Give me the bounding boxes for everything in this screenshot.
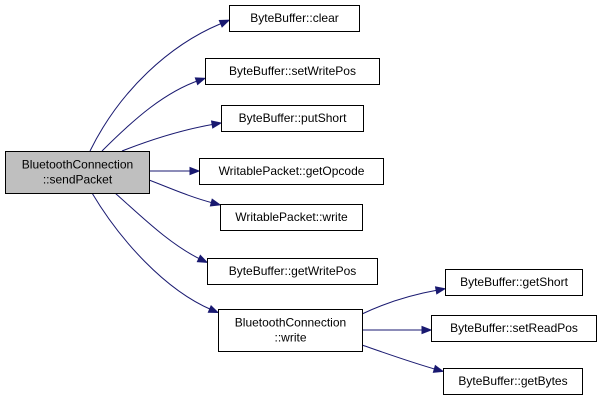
node-box	[221, 105, 364, 132]
node-wp-write[interactable]: WritablePacket::write	[220, 204, 363, 231]
node-box	[220, 204, 363, 231]
arrowhead-bc-write	[207, 304, 220, 314]
arrowhead-bb-putshort	[210, 120, 223, 129]
edge-root-to-bb-setwritepos	[101, 79, 201, 152]
node-label: ByteBuffer::setWritePos	[229, 64, 356, 78]
edge-root-to-bc-write	[91, 192, 213, 311]
node-label: ByteBuffer::setReadPos	[450, 321, 578, 335]
node-box	[199, 158, 384, 185]
node-box	[445, 269, 583, 296]
node-box	[229, 5, 360, 32]
node-label: ::sendPacket	[43, 173, 113, 187]
arrowhead-bb-getwritepos	[196, 254, 209, 263]
node-label: BluetoothConnection	[235, 316, 346, 330]
node-bc-write[interactable]: BluetoothConnection::write	[218, 309, 363, 352]
edges-layer	[89, 19, 447, 373]
node-label: ByteBuffer::getShort	[460, 275, 569, 289]
node-bb-setwritepos[interactable]: ByteBuffer::setWritePos	[205, 58, 380, 85]
node-label: BluetoothConnection	[22, 158, 133, 172]
node-label: WritablePacket::write	[235, 210, 348, 224]
node-box	[207, 258, 378, 285]
node-wp-getopcode[interactable]: WritablePacket::getOpcode	[199, 158, 384, 185]
node-label: ::write	[274, 331, 306, 345]
arrowhead-bb-setwritepos	[194, 77, 207, 86]
edge-bc-write-to-bb-getshort	[361, 289, 439, 315]
node-bb-getbytes[interactable]: ByteBuffer::getBytes	[443, 368, 583, 395]
arrowhead-bb-getshort	[434, 286, 447, 295]
edge-bc-write-to-bb-getbytes	[361, 344, 439, 371]
arrowhead-wp-getopcode	[189, 166, 201, 176]
node-bb-putshort[interactable]: ByteBuffer::putShort	[221, 105, 364, 132]
edge-root-to-bb-getwritepos	[114, 192, 203, 261]
arrowhead-bb-clear	[218, 19, 231, 28]
node-label: ByteBuffer::getBytes	[458, 374, 567, 388]
edge-root-to-wp-write	[148, 179, 214, 204]
arrowhead-bb-setreadpos	[421, 325, 433, 335]
node-box	[431, 315, 597, 342]
node-box	[443, 368, 583, 395]
node-bb-getshort[interactable]: ByteBuffer::getShort	[445, 269, 583, 296]
node-box	[205, 58, 380, 85]
node-label: ByteBuffer::clear	[250, 11, 339, 25]
edge-root-to-bb-putshort	[121, 123, 216, 152]
node-box	[218, 309, 363, 352]
node-bb-setreadpos[interactable]: ByteBuffer::setReadPos	[431, 315, 597, 342]
node-root[interactable]: BluetoothConnection::sendPacket	[5, 151, 150, 194]
node-label: ByteBuffer::getWritePos	[229, 264, 357, 278]
node-box	[5, 151, 150, 194]
node-label: ByteBuffer::putShort	[239, 111, 348, 125]
nodes-layer: BluetoothConnection::sendPacketByteBuffe…	[5, 5, 597, 395]
arrowhead-wp-write	[209, 198, 222, 207]
arrowhead-bb-getbytes	[432, 364, 445, 373]
node-bb-clear[interactable]: ByteBuffer::clear	[229, 5, 360, 32]
edge-root-to-bb-clear	[89, 23, 221, 152]
node-bb-getwritepos[interactable]: ByteBuffer::getWritePos	[207, 258, 378, 285]
node-label: WritablePacket::getOpcode	[219, 164, 365, 178]
